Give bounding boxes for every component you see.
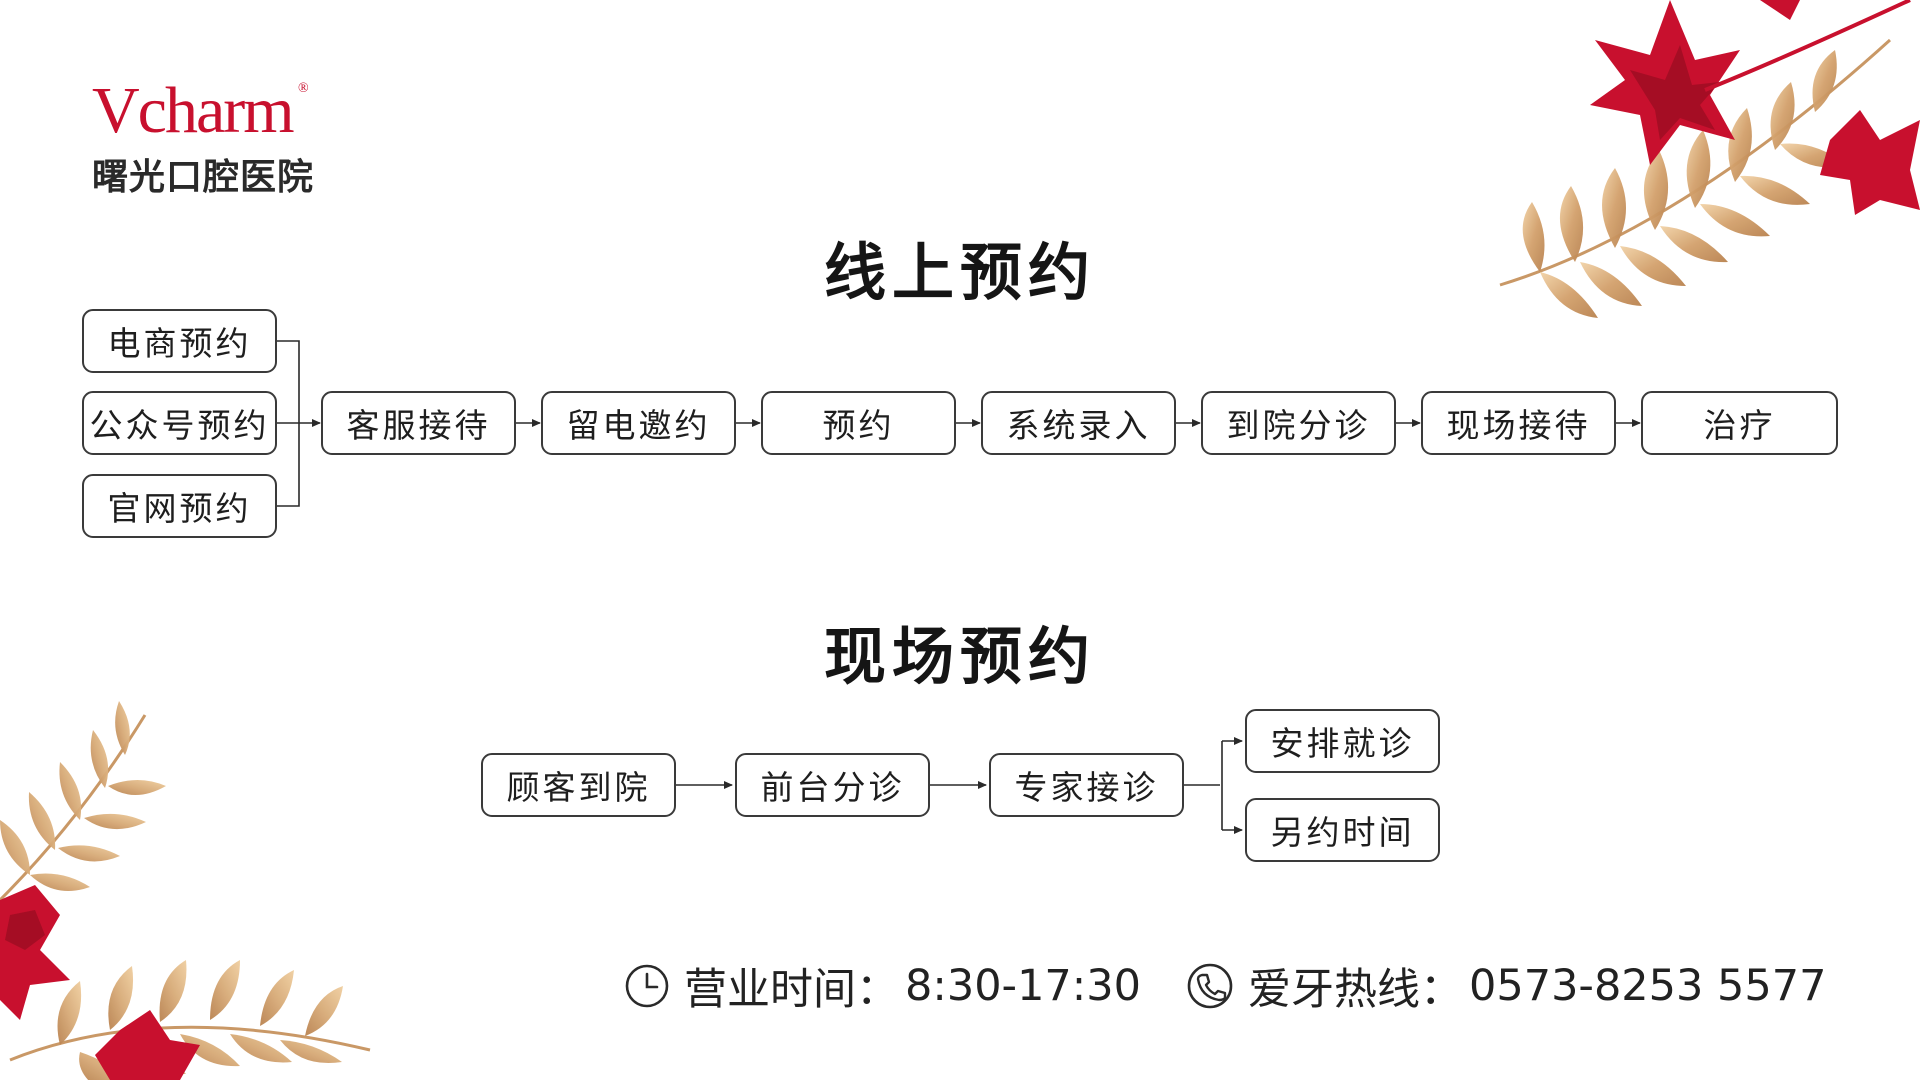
online-step-treatment: 治疗 — [1641, 391, 1838, 455]
red-flower-icon — [0, 885, 200, 1080]
logo-hospital-name: 曙光口腔医院 — [92, 156, 315, 198]
onsite-outcome-reschedule: 另约时间 — [1245, 798, 1440, 862]
clock-icon — [625, 964, 669, 1008]
onsite-outcome-arrange: 安排就诊 — [1245, 709, 1440, 773]
hotline: 爱牙热线： 0573-8253 5577 — [1186, 956, 1826, 1016]
online-section-title: 线上预约 — [823, 236, 1096, 309]
onsite-section-title: 现场预约 — [823, 620, 1096, 693]
business-hours-value: 8:30-17:30 — [905, 961, 1141, 1011]
decoration-top-right — [1499, 0, 1920, 318]
online-source-ecommerce: 电商预约 — [82, 309, 277, 373]
gold-leaf-icon — [1499, 38, 1892, 287]
online-source-website: 官网预约 — [82, 474, 277, 538]
onsite-step-arrival: 顾客到院 — [481, 753, 676, 817]
onsite-step-expert: 专家接诊 — [989, 753, 1184, 817]
hospital-logo: Vcharm® 曙光口腔医院 — [92, 78, 314, 200]
registered-mark: ® — [297, 81, 309, 96]
logo-brand: Vcharm® — [92, 74, 309, 147]
hotline-label: 爱牙热线： — [1248, 965, 1463, 1015]
online-source-wechat: 公众号预约 — [82, 391, 277, 455]
online-step-reception: 现场接待 — [1421, 391, 1616, 455]
online-step-customer-service: 客服接待 — [321, 391, 516, 455]
phone-icon — [1187, 963, 1233, 1009]
online-step-appointment: 预约 — [761, 391, 956, 455]
decoration-bottom-left — [0, 701, 371, 1080]
online-step-system-entry: 系统录入 — [981, 391, 1176, 455]
online-step-invitation: 留电邀约 — [541, 391, 736, 455]
onsite-step-front-desk: 前台分诊 — [735, 753, 930, 817]
business-hours-label: 营业时间： — [684, 965, 899, 1015]
business-hours: 营业时间： 8:30-17:30 — [624, 956, 1141, 1016]
hotline-value[interactable]: 0573-8253 5577 — [1469, 961, 1827, 1011]
red-flower-icon — [1590, 0, 1920, 215]
online-step-triage: 到院分诊 — [1201, 391, 1396, 455]
